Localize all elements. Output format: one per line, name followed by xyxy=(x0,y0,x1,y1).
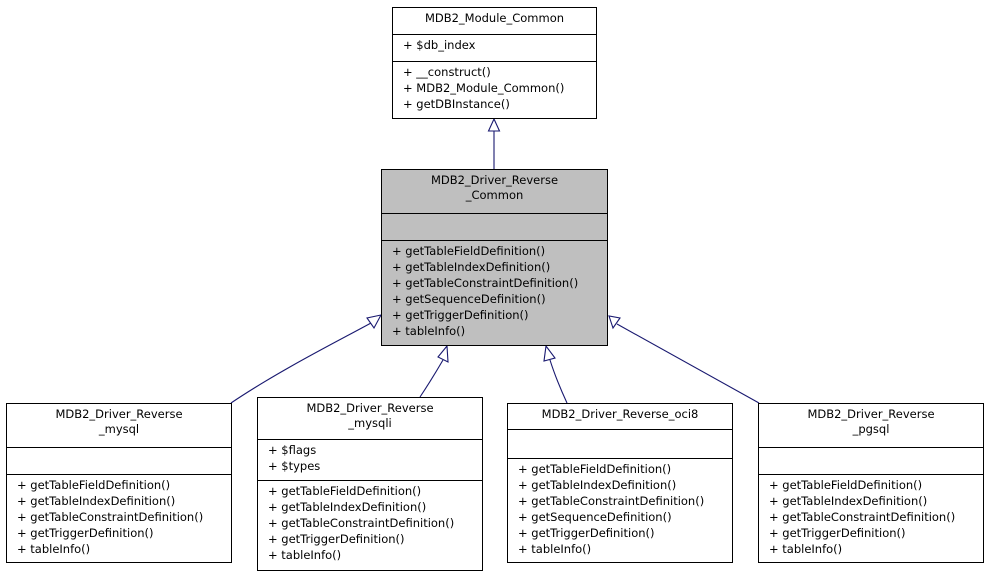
method: + tableInfo() xyxy=(769,542,843,556)
attributes-section: + $flags + $types xyxy=(258,439,482,480)
method: + tableInfo() xyxy=(518,542,592,556)
methods-section: + getTableFieldDefinition() + getTableIn… xyxy=(508,458,732,557)
class-mdb2-driver-reverse-mysqli[interactable]: MDB2_Driver_Reverse _mysqli + $flags + $… xyxy=(257,397,483,571)
method: + getTableIndexDefinition() xyxy=(17,494,176,508)
method: + getTableConstraintDefinition() xyxy=(392,276,579,290)
method: + getTriggerDefinition() xyxy=(518,526,655,540)
method: + tableInfo() xyxy=(17,542,91,556)
edge-oci8-to-common xyxy=(549,359,568,404)
method: + getTableFieldDefinition() xyxy=(17,478,171,492)
arrowhead-oci8 xyxy=(543,344,556,362)
edge-mysql-to-common xyxy=(230,322,372,404)
methods-section: + getTableFieldDefinition() + getTableIn… xyxy=(759,474,983,557)
attribute: + $db_index xyxy=(403,38,476,52)
class-mdb2-driver-reverse-mysql[interactable]: MDB2_Driver_Reverse _mysql + getTableFie… xyxy=(6,403,232,563)
class-name: MDB2_Driver_Reverse _mysql xyxy=(55,407,183,436)
method: + getTriggerDefinition() xyxy=(769,526,906,540)
method: + getDBInstance() xyxy=(403,97,510,111)
attribute: + $types xyxy=(268,459,321,473)
method: + getTableConstraintDefinition() xyxy=(17,510,204,524)
method: + getTriggerDefinition() xyxy=(17,526,154,540)
method: + getSequenceDefinition() xyxy=(392,292,546,306)
class-mdb2-driver-reverse-pgsql[interactable]: MDB2_Driver_Reverse _pgsql + getTableFie… xyxy=(758,403,984,563)
method: + tableInfo() xyxy=(268,548,342,562)
attribute: + $flags xyxy=(268,443,317,457)
methods-section: + getTableFieldDefinition() + getTableIn… xyxy=(7,474,231,557)
class-mdb2-module-common[interactable]: MDB2_Module_Common + $db_index + __const… xyxy=(392,7,597,119)
method: + getTableConstraintDefinition() xyxy=(769,510,956,524)
method: + getTriggerDefinition() xyxy=(268,532,405,546)
method: + getTableFieldDefinition() xyxy=(268,484,422,498)
arrowhead-mysqli xyxy=(437,344,449,363)
class-mdb2-driver-reverse-oci8[interactable]: MDB2_Driver_Reverse_oci8 + getTableField… xyxy=(507,403,733,563)
methods-section: + getTableFieldDefinition() + getTableIn… xyxy=(382,240,607,339)
method: + getTableIndexDefinition() xyxy=(769,494,928,508)
class-name: MDB2_Module_Common xyxy=(424,11,565,25)
edge-pgsql-to-common xyxy=(616,323,760,404)
arrowhead-pgsql xyxy=(608,315,621,330)
method: + MDB2_Module_Common() xyxy=(403,81,565,95)
method: + getTableFieldDefinition() xyxy=(392,244,546,258)
attributes-section: + $db_index xyxy=(393,34,596,61)
method: + getTableFieldDefinition() xyxy=(518,462,672,476)
edge-mysqli-to-common xyxy=(419,359,444,398)
method: + getTableFieldDefinition() xyxy=(769,478,923,492)
methods-section: + getTableFieldDefinition() + getTableIn… xyxy=(258,480,482,563)
methods-section: + __construct() + MDB2_Module_Common() +… xyxy=(393,61,596,112)
attributes-section xyxy=(7,447,231,474)
attributes-section xyxy=(382,213,607,240)
method: + getSequenceDefinition() xyxy=(518,510,672,524)
class-name: MDB2_Driver_Reverse_oci8 xyxy=(541,407,699,421)
class-name: MDB2_Driver_Reverse _pgsql xyxy=(807,407,935,436)
method: + getTableConstraintDefinition() xyxy=(268,516,455,530)
method: + getTableIndexDefinition() xyxy=(268,500,427,514)
method: + __construct() xyxy=(403,65,491,79)
class-name: MDB2_Driver_Reverse _mysqli xyxy=(306,401,434,430)
method: + getTableIndexDefinition() xyxy=(518,478,677,492)
method: + tableInfo() xyxy=(392,324,466,338)
arrowhead-mysql xyxy=(366,314,383,330)
method: + getTriggerDefinition() xyxy=(392,308,529,322)
arrowhead-module xyxy=(487,117,501,132)
attributes-section xyxy=(759,447,983,474)
class-name: MDB2_Driver_Reverse _Common xyxy=(430,173,559,202)
method: + getTableIndexDefinition() xyxy=(392,260,551,274)
attributes-section xyxy=(508,429,732,458)
class-mdb2-driver-reverse-common[interactable]: MDB2_Driver_Reverse _Common + getTableFi… xyxy=(381,169,608,346)
method: + getTableConstraintDefinition() xyxy=(518,494,705,508)
